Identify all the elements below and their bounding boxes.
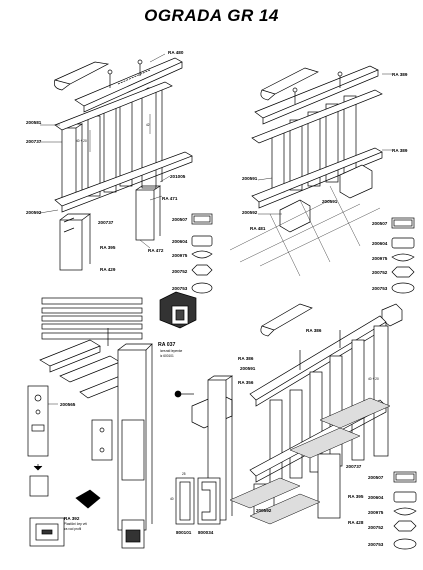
stair-post-assembly bbox=[27, 339, 153, 549]
label-middle-note-1: Izrezati lepenke bbox=[160, 349, 183, 353]
label-bottom-left-note-2: za vod profil bbox=[64, 527, 81, 531]
label-bottom-right-ra-3: RA 356 bbox=[238, 380, 254, 385]
label-profile-right-5: 200753 bbox=[372, 286, 388, 291]
label-bottom-left-ra: RA 392 bbox=[64, 516, 80, 521]
label-top-right-part-bottom-left: 200592 bbox=[242, 210, 258, 215]
label-profile-mid-1: 200507 bbox=[172, 217, 188, 222]
label-bottom-mid-part-2: 800034 bbox=[198, 530, 214, 535]
label-top-left-part-3: 200592 bbox=[26, 210, 42, 215]
label-bottom-left-note-1: Plastični čep vrti bbox=[64, 522, 87, 526]
label-bottom-right-part-upper: 200591 bbox=[240, 366, 256, 371]
corner-bracket bbox=[159, 291, 197, 329]
label-top-right-ra-mid: RA 389 bbox=[392, 148, 408, 153]
label-top-right-part-left: 200591 bbox=[242, 176, 258, 181]
label-top-left-ra-mid: RA 471 bbox=[162, 196, 178, 201]
label-profile-mid-4: 200752 bbox=[172, 269, 188, 274]
label-bottom-mid-part-1: 800101 bbox=[176, 530, 192, 535]
plank-stack bbox=[41, 297, 143, 346]
label-bottom-right-part-bottom: 200592 bbox=[256, 508, 272, 513]
label-top-left-part-1: 200581 bbox=[26, 120, 42, 125]
label-profile-bottom-4: 200752 bbox=[368, 525, 384, 530]
label-profile-right-4: 200752 bbox=[372, 270, 388, 275]
bottom-right-stair-assembly bbox=[229, 303, 403, 525]
label-bottom-right-ra-low-2: RA 428 bbox=[348, 520, 364, 525]
label-bottom-right-ra-2: RA 386 bbox=[238, 356, 254, 361]
label-top-right-ra-top: RA 389 bbox=[392, 72, 408, 77]
label-middle-note-2: iz 600101 bbox=[160, 354, 174, 358]
label-profile-bottom-2: 200604 bbox=[368, 495, 384, 500]
label-top-right-ra-foot: RA 481 bbox=[250, 226, 266, 231]
label-profile-bottom-5: 200753 bbox=[368, 542, 384, 547]
profile-symbols-top bbox=[191, 213, 415, 294]
label-profile-right-1: 200507 bbox=[372, 221, 388, 226]
label-top-left-ra-bottom-1: RA 395 bbox=[100, 245, 116, 250]
label-bottom-right-dim: 40 + 20 bbox=[368, 377, 379, 381]
label-bottom-mid-dim-side: 40 bbox=[170, 497, 174, 501]
label-top-left-part-2: 200737 bbox=[26, 139, 42, 144]
label-top-left-dim-b: 42 bbox=[146, 123, 150, 127]
label-profile-bottom-1: 200507 bbox=[368, 475, 384, 480]
label-profile-mid-5: 200753 bbox=[172, 286, 188, 291]
label-top-left-ra-bottom-2: RA 429 bbox=[100, 267, 116, 272]
top-right-assembly bbox=[229, 65, 392, 277]
profile-symbols-bottom bbox=[393, 471, 417, 550]
top-left-assembly bbox=[39, 53, 193, 271]
label-profile-mid-2: 200604 bbox=[172, 239, 188, 244]
label-bottom-right-part-mid: 200737 bbox=[346, 464, 362, 469]
label-top-left-ra-bottom-right: RA 472 bbox=[148, 248, 164, 253]
label-bottom-left-part: 200565 bbox=[60, 402, 76, 407]
label-top-left-part-bottom-mid: 200737 bbox=[98, 220, 114, 225]
label-bottom-mid-dim-top: 25 bbox=[182, 472, 186, 476]
label-profile-right-3: 200975 bbox=[372, 256, 388, 261]
label-profile-right-2: 200604 bbox=[372, 241, 388, 246]
label-top-left-part-mid: 201005 bbox=[170, 174, 186, 179]
label-profile-bottom-3: 200975 bbox=[368, 510, 384, 515]
label-top-right-part-bottom-mid: 200591 bbox=[322, 199, 338, 204]
label-top-left-ra-top: RA 480 bbox=[168, 50, 184, 55]
profile-sections bbox=[175, 477, 221, 525]
page-title: OGRADA GR 14 bbox=[144, 6, 279, 25]
label-bottom-right-ra-1: RA 386 bbox=[306, 328, 322, 333]
label-middle-ra: RA 037 bbox=[158, 342, 176, 348]
label-bottom-right-ra-low-1: RA 395 bbox=[348, 494, 364, 499]
label-top-left-dim-a: 40 + 20 bbox=[76, 139, 87, 143]
label-profile-mid-3: 200975 bbox=[172, 253, 188, 258]
